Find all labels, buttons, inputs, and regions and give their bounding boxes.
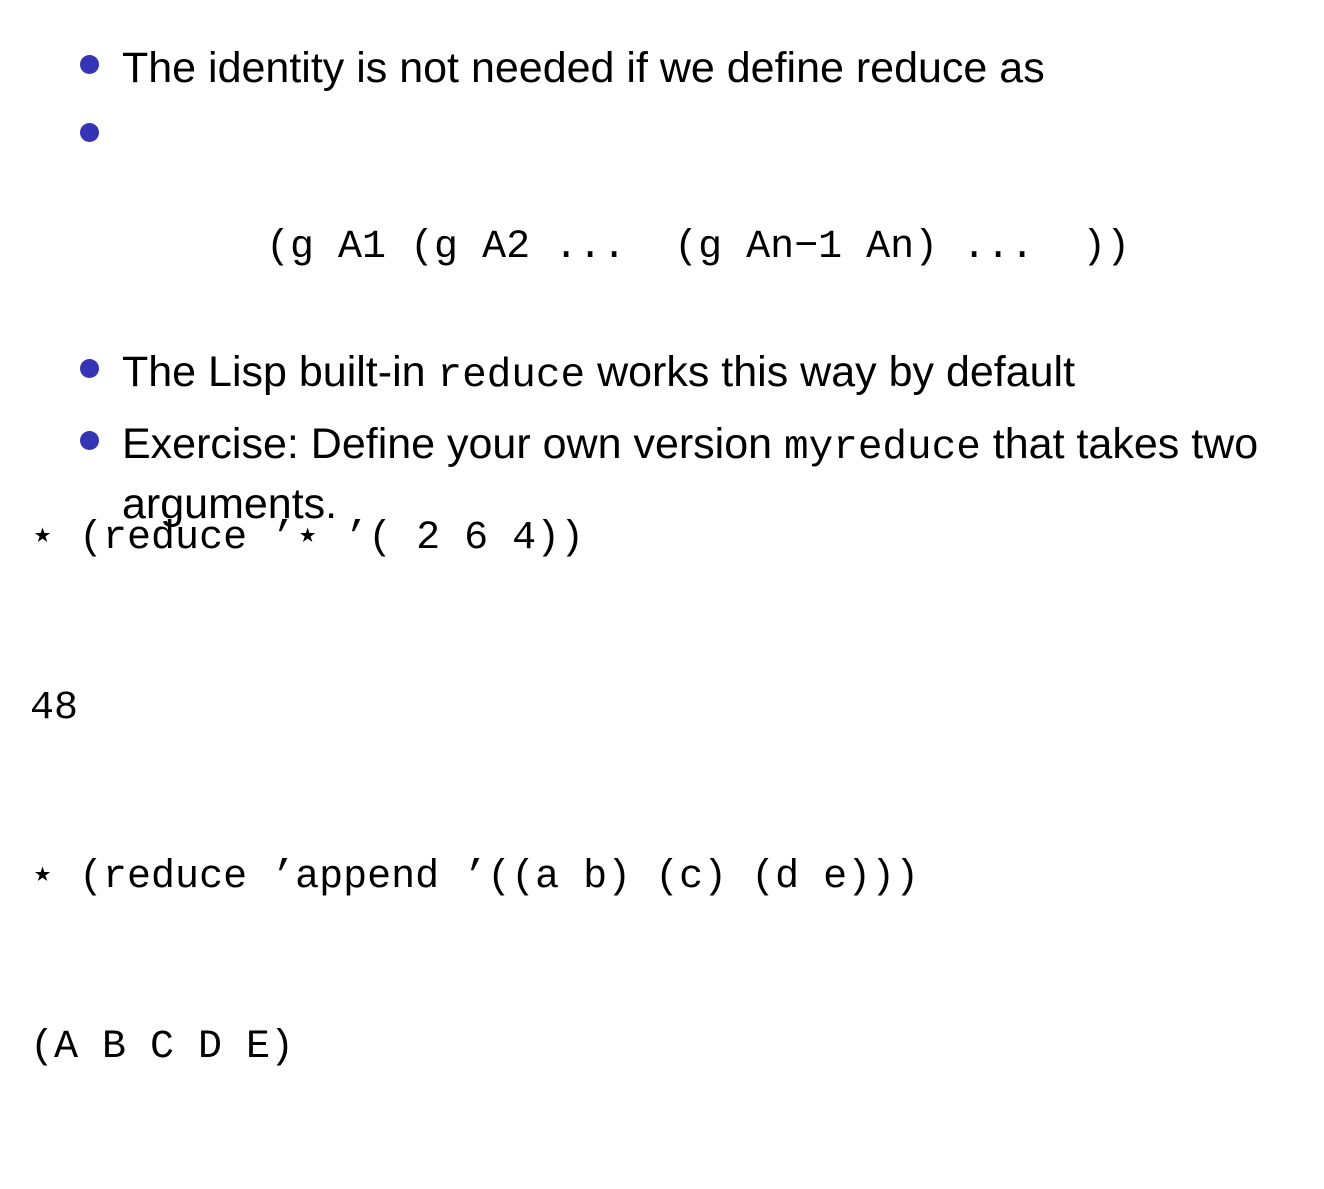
- repl-input-line: ⋆ (reduce ’⋆ ’( 2 6 4)): [30, 516, 585, 561]
- repl-output-line: (A B C D E): [30, 1024, 295, 1070]
- bullet-text: The identity is not needed if we define …: [122, 44, 1045, 92]
- bullet-item: The identity is not needed if we define …: [78, 40, 1298, 96]
- bullet-text: Exercise: Define your own version: [122, 420, 785, 468]
- bullet-dot-icon: [80, 431, 99, 450]
- bullet-text: The Lisp built-in: [122, 348, 438, 396]
- inline-code: myreduce: [784, 425, 981, 471]
- bullet-list: The identity is not needed if we define …: [78, 40, 1298, 544]
- repl-transcript: ⋆ (reduce ’⋆ ’( 2 6 4)) 48 ⋆ (reduce ’ap…: [30, 398, 919, 1189]
- bullet-item: (g A1 (g A2 ... (g An−1 An) ... )): [78, 108, 1298, 332]
- bullet-item: Exercise: Define your own version myredu…: [78, 416, 1298, 532]
- bullet-dot-icon: [80, 359, 99, 378]
- bullet-text: works this way by default: [585, 348, 1076, 396]
- bullet-item: The Lisp built-in reduce works this way …: [78, 344, 1298, 404]
- bullet-code: (g A1 (g A2 ... (g An−1 An) ... )): [266, 225, 1131, 270]
- repl-input-line: ⋆ (reduce ’append ’((a b) (c) (d e))): [30, 855, 920, 900]
- bullet-text: that takes two arguments.: [122, 420, 1259, 528]
- repl-output-line: 48: [30, 685, 79, 731]
- bullet-dot-icon: [80, 123, 99, 142]
- slide: The identity is not needed if we define …: [30, 40, 1298, 1070]
- inline-code: reduce: [437, 353, 586, 399]
- bullet-dot-icon: [80, 55, 99, 74]
